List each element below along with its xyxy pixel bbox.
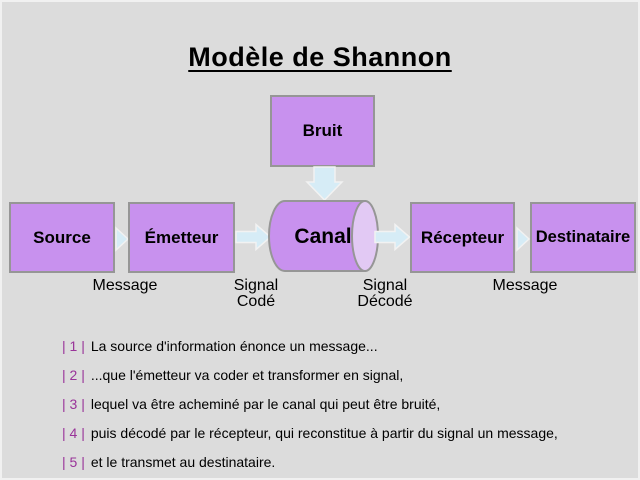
flow-label-signal-code: Signal Codé <box>191 278 321 310</box>
channel-label: Canal <box>294 225 352 248</box>
flow-label-line: Signal <box>233 277 279 294</box>
step-item: | 4 | puis décodé par le récepteur, qui r… <box>62 419 558 448</box>
noise-box: Bruit <box>270 95 375 167</box>
flow-label-message-left: Message <box>60 278 190 294</box>
triangle-right-icon <box>516 226 531 252</box>
flow-label-line: Signal <box>362 277 408 294</box>
receiver-box: Récepteur <box>410 202 515 273</box>
step-number: | 3 | <box>62 396 85 412</box>
triangle-right-icon <box>115 226 130 252</box>
destination-box: Destinataire <box>530 202 636 273</box>
step-text: puis décodé par le récepteur, qui recons… <box>90 425 558 441</box>
step-item: | 3 | lequel va être acheminé par le cana… <box>62 390 558 419</box>
channel-cylinder <box>268 200 379 272</box>
flow-label-line: Message <box>492 277 558 294</box>
step-text: lequel va être acheminé par le canal qui… <box>90 396 441 412</box>
page-title: Modèle de Shannon <box>188 42 452 72</box>
step-item: | 1 | La source d'information énonce un m… <box>62 332 558 361</box>
flow-label-line: Message <box>92 277 158 294</box>
flow-label-signal-decode: Signal Décodé <box>320 278 450 310</box>
source-box: Source <box>9 202 115 273</box>
flow-label-line: Décodé <box>357 293 413 310</box>
step-number: | 5 | <box>62 454 85 470</box>
flow-label-message-right: Message <box>460 278 590 294</box>
step-item: | 2 | ...que l'émetteur va coder et trans… <box>62 361 558 390</box>
steps-list: | 1 | La source d'information énonce un m… <box>62 332 558 477</box>
step-text: La source d'information énonce un messag… <box>90 338 378 354</box>
step-number: | 4 | <box>62 425 85 441</box>
flow-label-line: Codé <box>236 293 276 310</box>
emitter-box: Émetteur <box>128 202 235 273</box>
step-number: | 1 | <box>62 338 85 354</box>
step-item: | 5 | et le transmet au destinataire. <box>62 448 558 477</box>
step-text: et le transmet au destinataire. <box>90 454 276 470</box>
arrow-right-icon <box>374 222 411 252</box>
step-number: | 2 | <box>62 367 85 383</box>
arrow-right-icon <box>235 222 272 252</box>
step-text: ...que l'émetteur va coder et transforme… <box>90 367 404 383</box>
arrow-down-icon <box>305 166 344 202</box>
